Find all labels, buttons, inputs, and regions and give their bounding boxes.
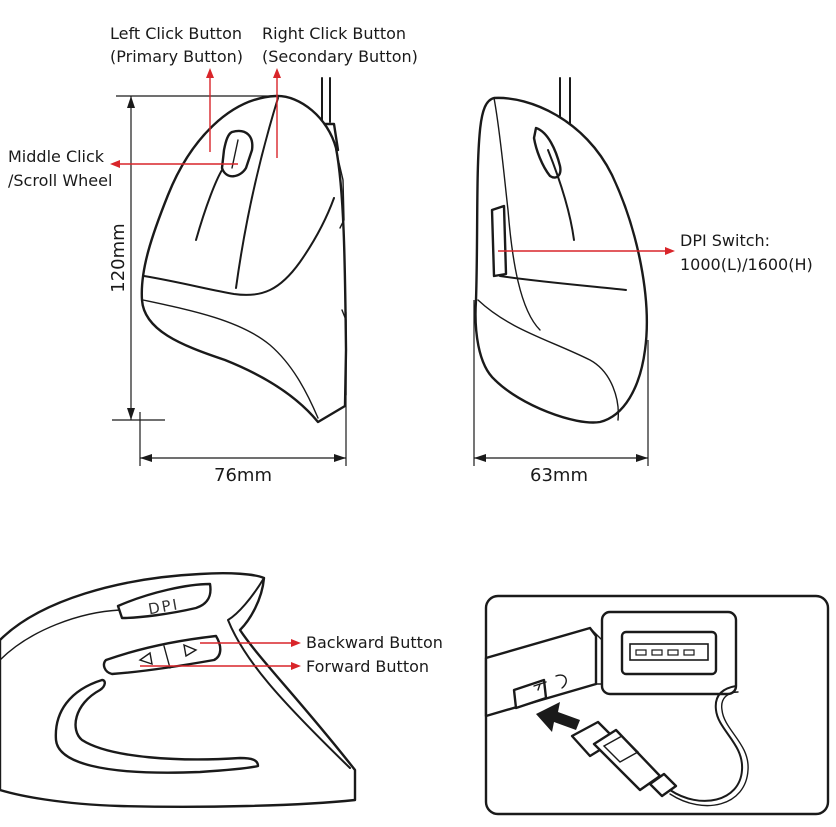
side-buttons-edge (227, 577, 351, 769)
front-cable (321, 77, 331, 123)
side-dpi-switch (490, 204, 508, 278)
dpi-button (116, 582, 212, 620)
backward-button-label: Backward Button (306, 633, 443, 652)
usb-symbol-icon (533, 674, 567, 691)
height-label: 120mm (108, 223, 129, 292)
right-click-label-2: (Secondary Button) (262, 47, 418, 66)
side-width-arrow-left (474, 454, 486, 462)
height-arrow-top (127, 96, 135, 108)
middle-click-callout-arrow (110, 160, 120, 168)
insert-arrow-icon (536, 702, 580, 732)
side-button-split (547, 149, 575, 241)
front-button-split (235, 97, 279, 289)
front-width-arrow-left (140, 454, 152, 462)
middle-click-label-1: Middle Click (8, 147, 105, 166)
dimension-lines: 120mm 76mm 63mm (108, 95, 649, 486)
thumb-buttons-divider (163, 645, 171, 669)
front-scroll-wheel (220, 129, 254, 178)
side-shell-line (499, 275, 627, 291)
front-base-curve (142, 299, 319, 419)
forward-callout-arrow (291, 662, 301, 670)
front-width-arrow-right (334, 454, 346, 462)
side-view-mouse (474, 77, 648, 424)
right-click-callout-arrow (273, 68, 281, 78)
right-click-label-1: Right Click Button (262, 24, 406, 43)
backward-callout-arrow (291, 639, 301, 647)
dpi-switch-label-2: 1000(L)/1600(H) (680, 255, 813, 274)
front-width-label: 76mm (214, 465, 272, 486)
usb-plug-logo (602, 735, 640, 763)
side-width-arrow-right (636, 454, 648, 462)
usb-cable (669, 685, 744, 802)
side-crescent-groove (54, 678, 260, 774)
front-side-edge (335, 149, 345, 229)
usb-port-icon (620, 630, 718, 676)
side-buttons-view: DPI Backward Button Forward Button (0, 572, 443, 808)
backward-arrow-icon (138, 651, 153, 666)
front-shell-line (143, 197, 335, 296)
side-buttons-top-curve (0, 609, 121, 661)
left-click-label-1: Left Click Button (110, 24, 242, 43)
side-width-label: 63mm (530, 465, 588, 486)
front-view-mouse (140, 77, 348, 424)
middle-click-label-2: /Scroll Wheel (8, 171, 112, 190)
front-left-crease (195, 169, 223, 241)
usb-pin-2 (651, 649, 663, 656)
usb-cable-outline (669, 691, 749, 807)
left-click-callout-arrow (206, 68, 214, 78)
usb-connection-view (484, 594, 830, 816)
top-callouts: Left Click Button (Primary Button) Right… (8, 24, 813, 274)
dpi-switch-callout-arrow (665, 247, 675, 255)
forward-button-label: Forward Button (306, 657, 429, 676)
usb-pin-4 (683, 649, 695, 656)
dpi-button-text: DPI (147, 595, 181, 618)
side-mouse-body (474, 96, 648, 424)
forward-arrow-icon (183, 643, 198, 658)
side-front-line (493, 97, 541, 331)
usb-pin-1 (635, 649, 647, 656)
left-click-label-2: (Primary Button) (110, 47, 243, 66)
side-base-curve (477, 299, 619, 421)
usb-pin-3 (667, 649, 679, 656)
usb-port-tongue (629, 643, 709, 661)
dpi-switch-label-1: DPI Switch: (680, 231, 770, 250)
height-arrow-bottom (127, 408, 135, 420)
thumb-buttons-housing (102, 634, 222, 676)
usb-port-slot (512, 678, 548, 710)
